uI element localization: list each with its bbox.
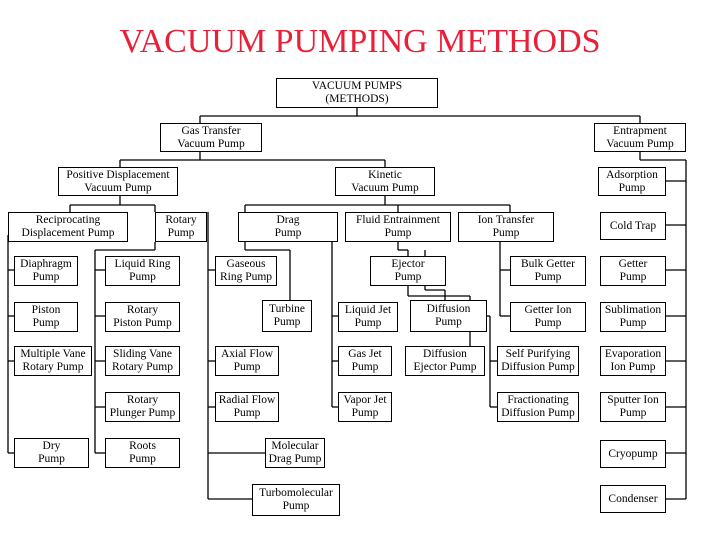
node-entrapment-vacuum-pump: Entrapment Vacuum Pump (594, 123, 686, 152)
node-liquid-ring-pump: Liquid Ring Pump (105, 256, 180, 286)
node-rotary-pump: Rotary Pump (155, 212, 207, 242)
node-self-purifying-diffusion-pump: Self Purifying Diffusion Pump (497, 346, 579, 376)
node-ejector-pump: Ejector Pump (370, 256, 446, 286)
node-turbomolecular-pump: Turbomolecular Pump (252, 484, 340, 516)
node-reciprocating-displacement-pump: Reciprocating Displacement Pump (8, 212, 128, 242)
node-multiple-vane-rotary-pump: Multiple Vane Rotary Pump (14, 346, 92, 376)
node-diffusion-ejector-pump: Diffusion Ejector Pump (405, 346, 485, 376)
node-diaphragm-pump: Diaphragm Pump (14, 256, 78, 286)
node-fractionating-diffusion-pump: Fractionating Diffusion Pump (497, 392, 579, 422)
node-cryopump: Cryopump (600, 440, 666, 468)
node-radial-flow-pump: Radial Flow Pump (215, 392, 279, 422)
node-sputter-ion-pump: Sputter Ion Pump (600, 392, 666, 422)
node-molecular-drag-pump: Molecular Drag Pump (265, 438, 325, 468)
node-drag-pump: Drag Pump (238, 212, 338, 242)
node-sliding-vane-rotary-pump: Sliding Vane Rotary Pump (105, 346, 180, 376)
node-gas-transfer-vacuum-pump: Gas Transfer Vacuum Pump (160, 123, 262, 152)
node-bulk-getter-pump: Bulk Getter Pump (510, 256, 586, 286)
node-gas-jet-pump: Gas Jet Pump (338, 346, 392, 376)
node-rotary-piston-pump: Rotary Piston Pump (105, 302, 180, 332)
node-getter-ion-pump: Getter Ion Pump (510, 302, 586, 332)
node-roots-pump: Roots Pump (105, 438, 180, 468)
node-gaseous-ring-pump: Gaseous Ring Pump (215, 256, 277, 286)
node-diffusion-pump: Diffusion Pump (410, 300, 487, 332)
node-rotary-plunger-pump: Rotary Plunger Pump (105, 392, 180, 422)
node-sublimation-pump: Sublimation Pump (600, 302, 666, 332)
node-liquid-jet-pump: Liquid Jet Pump (338, 302, 398, 332)
node-axial-flow-pump: Axial Flow Pump (215, 346, 279, 376)
node-getter-pump: Getter Pump (600, 256, 666, 286)
node-piston-pump: Piston Pump (14, 302, 78, 332)
node-ion-transfer-pump: Ion Transfer Pump (458, 212, 554, 242)
node-positive-displacement-vacuum-pump: Positive Displacement Vacuum Pump (58, 167, 178, 196)
node-dry-pump: Dry Pump (14, 438, 89, 468)
node-condenser: Condenser (600, 485, 666, 513)
node-cold-trap: Cold Trap (600, 212, 666, 240)
node-vapor-jet-pump: Vapor Jet Pump (338, 392, 392, 422)
node-adsorption-pump: Adsorption Pump (598, 167, 666, 196)
node-kinetic-vacuum-pump: Kinetic Vacuum Pump (335, 167, 435, 196)
node-evaporation-ion-pump: Evaporation Ion Pump (600, 346, 666, 376)
node-turbine-pump: Turbine Pump (262, 300, 312, 332)
page-title: VACUUM PUMPING METHODS (119, 23, 601, 60)
node-fluid-entrainment-pump: Fluid Entrainment Pump (345, 212, 451, 242)
node-vacuum-pumps: VACUUM PUMPS (METHODS) (276, 78, 438, 108)
